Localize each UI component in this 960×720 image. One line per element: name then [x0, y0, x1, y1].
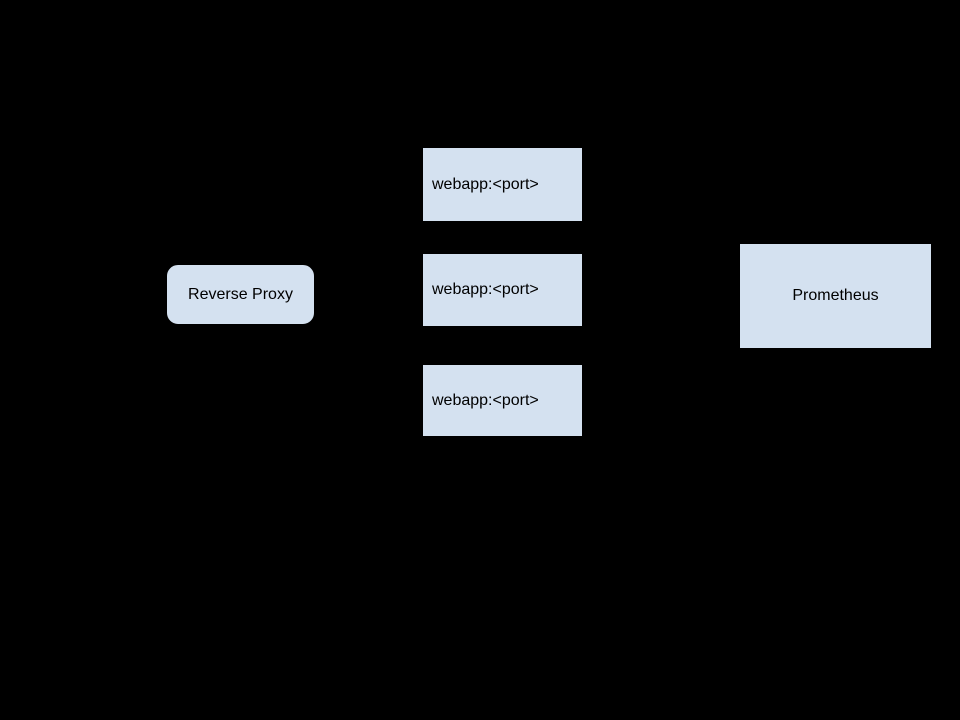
webapp-node-3-label: webapp:<port>: [432, 391, 539, 409]
webapp-node-1-label: webapp:<port>: [432, 175, 539, 193]
webapp-node-1[interactable]: webapp:<port>: [422, 147, 583, 222]
webapp-node-3[interactable]: webapp:<port>: [422, 364, 583, 437]
reverse-proxy-node-label: Reverse Proxy: [188, 285, 293, 303]
reverse-proxy-node[interactable]: Reverse Proxy: [166, 264, 315, 325]
webapp-node-2[interactable]: webapp:<port>: [422, 253, 583, 327]
prometheus-node[interactable]: Prometheus: [739, 243, 932, 349]
webapp-node-2-label: webapp:<port>: [432, 281, 539, 299]
prometheus-node-label: Prometheus: [792, 287, 879, 305]
